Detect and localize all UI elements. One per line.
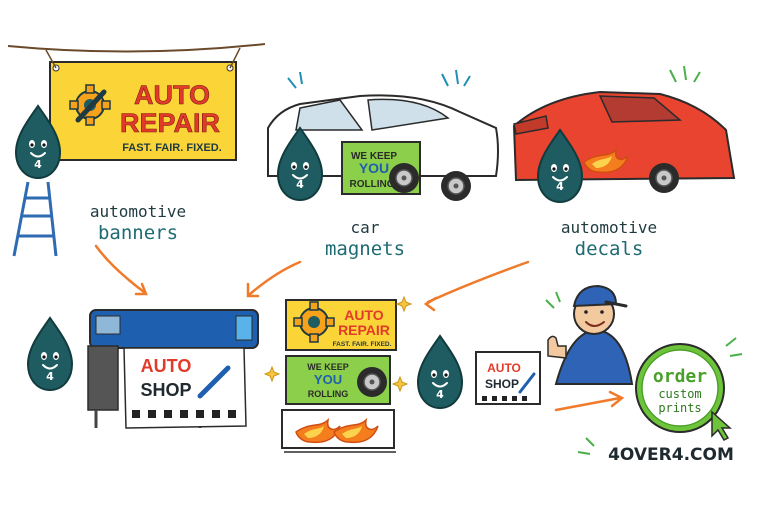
car-wheel-icon	[440, 170, 472, 202]
label-magnets-line1: car	[350, 218, 380, 237]
label-banners: automotive banners	[76, 204, 200, 243]
small-sign-line2: SHOP	[485, 377, 519, 391]
banner-wrench-icon	[75, 89, 107, 123]
banner-tagline: FAST. FAIR. FIXED.	[122, 142, 222, 154]
mascot-number: 4	[436, 388, 444, 401]
flow-arrows	[94, 244, 625, 412]
banner-group: AUTO REPAIR FAST. FAIR. FIXED. 4	[7, 43, 266, 257]
mascot-number: 4	[34, 158, 42, 171]
banner-line1: AUTO	[134, 80, 210, 110]
magnet-line2: YOU	[359, 160, 389, 176]
label-decals: automotive decals	[544, 220, 674, 259]
printed-sheet	[123, 347, 247, 429]
order-line1: order	[653, 366, 707, 387]
sparkle-icon	[264, 366, 280, 382]
label-decals-line1: automotive	[560, 218, 658, 237]
sparkle-lines	[545, 291, 561, 309]
red-car-group: 4	[512, 65, 736, 203]
mechanic-body	[554, 328, 634, 385]
small-sign-wrench-icon	[518, 372, 536, 394]
magnet-wheel-icon	[388, 162, 420, 194]
printer-group: AUTO SHOP 4	[27, 309, 259, 429]
arrow-banners	[94, 244, 146, 294]
small-sign-group: 4 AUTO SHOP	[417, 335, 541, 409]
order-line3: prints	[658, 401, 701, 415]
url-sparkle-lines	[577, 437, 595, 455]
white-car-group: WE KEEP YOU ROLLING 4	[267, 69, 499, 202]
stack-mid-line1: WE KEEP	[307, 362, 349, 372]
stack-top-line1: AUTO	[344, 307, 384, 323]
thumbs-up-icon	[547, 335, 567, 359]
banner-line2: REPAIR	[120, 108, 220, 138]
stack-wheel-icon	[356, 366, 388, 398]
sparkle-icon	[392, 376, 408, 392]
stack-top-line2: REPAIR	[338, 322, 390, 338]
label-banners-line1: automotive	[89, 202, 187, 221]
cursor-icon	[711, 410, 732, 441]
arrow-order	[554, 396, 622, 412]
motion-lines	[287, 69, 471, 89]
ladder	[12, 181, 58, 257]
order-line2: custom	[658, 387, 701, 401]
arrow-decals	[426, 260, 530, 304]
print-wrench-icon	[197, 365, 231, 399]
label-magnets: car magnets	[310, 220, 420, 259]
stack-top-tagline: FAST. FAIR. FIXED.	[333, 341, 392, 348]
website-url[interactable]: 4OVER4.COM	[608, 445, 734, 465]
auto-repair-banner	[49, 61, 237, 161]
small-sign-line1: AUTO	[487, 361, 521, 375]
mechanic-group	[545, 284, 634, 385]
banner-rope	[7, 43, 266, 53]
mascot-number: 4	[46, 370, 54, 383]
checker-strip	[132, 410, 236, 418]
label-banners-line2: banners	[97, 222, 179, 244]
sparkle-icon	[396, 296, 412, 312]
sign-stack: AUTO REPAIR FAST. FAIR. FIXED. WE KEEP Y…	[264, 296, 412, 453]
label-magnets-line2: magnets	[324, 238, 406, 260]
stack-mid-line3: ROLLING	[308, 389, 349, 399]
magnet-line1: WE KEEP	[351, 151, 397, 162]
magnet-line3: ROLLING	[350, 179, 395, 190]
print-line2: SHOP	[140, 380, 191, 400]
arrow-magnets	[248, 260, 302, 296]
print-line1: AUTO	[141, 356, 192, 376]
stack-mid-line2: YOU	[314, 372, 342, 387]
label-decals-line2: decals	[574, 238, 644, 260]
red-car-wheel-icon	[648, 162, 680, 194]
mascot-number: 4	[556, 180, 564, 193]
order-badge[interactable]: order custom prints	[635, 337, 743, 441]
motion-lines	[669, 65, 701, 83]
mascot-number: 4	[296, 178, 304, 191]
badge-sparkle-lines	[725, 337, 743, 357]
